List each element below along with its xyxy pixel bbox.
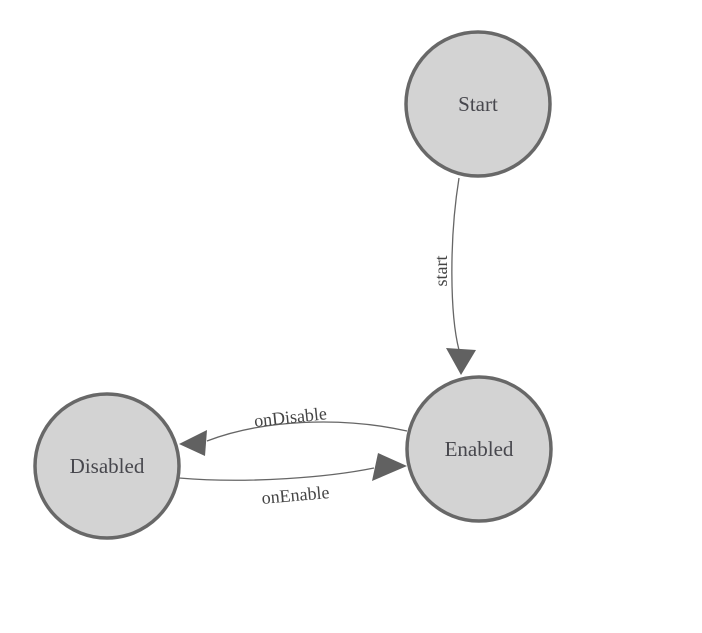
- state-circle-start[interactable]: [404, 30, 552, 178]
- transition-edge-ondisable: onDisable: [179, 403, 408, 456]
- transition-edge-onenable: onEnable: [178, 453, 407, 508]
- transition-edge-start: start: [431, 177, 476, 375]
- state-node-start[interactable]: Start: [404, 30, 552, 178]
- state-circle-disabled[interactable]: [33, 392, 181, 540]
- arrowhead-left-icon: [179, 430, 207, 456]
- edge-line-ondisable: [206, 421, 408, 442]
- transition-label-start: start: [431, 256, 451, 287]
- arrowhead-down-icon: [446, 348, 476, 375]
- state-node-disabled[interactable]: Disabled: [33, 392, 181, 540]
- transition-label-ondisable: onDisable: [253, 403, 328, 431]
- transition-label-onenable: onEnable: [261, 482, 330, 508]
- state-node-enabled[interactable]: Enabled: [405, 375, 553, 523]
- state-circle-enabled[interactable]: [405, 375, 553, 523]
- state-label-disabled: Disabled: [70, 454, 145, 478]
- edge-line-onenable: [178, 467, 375, 481]
- state-label-enabled: Enabled: [445, 437, 514, 461]
- state-label-start: Start: [458, 92, 498, 116]
- arrowhead-right-icon: [372, 453, 407, 481]
- edge-line-start: [451, 177, 460, 351]
